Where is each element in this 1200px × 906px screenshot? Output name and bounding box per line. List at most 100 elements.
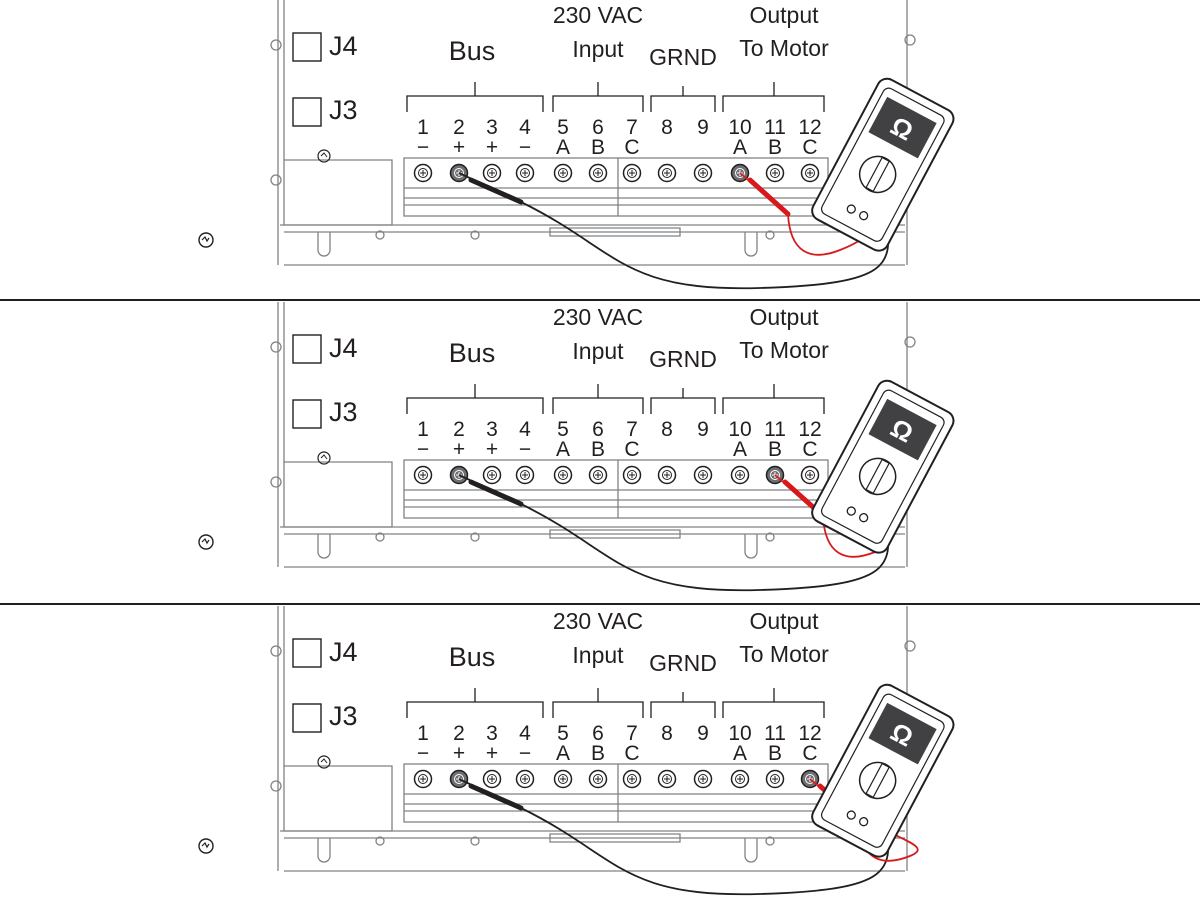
chassis-mount-screw-icon (198, 838, 214, 854)
input-bracket (552, 688, 644, 718)
meter-jack-red (846, 506, 856, 516)
terminal-sign-7: C (624, 136, 639, 159)
terminal-number-9: 9 (697, 116, 709, 139)
ground-bracket (650, 692, 716, 718)
meter-display (868, 398, 937, 461)
terminal-screws (413, 465, 820, 485)
input-group-label-line2: Input (572, 642, 624, 668)
j3-screw-icon (317, 451, 331, 465)
terminal-screw-12 (800, 163, 820, 183)
ground-group-label: GRND (649, 346, 717, 372)
bus-group-label: Bus (449, 338, 496, 368)
terminal-block (403, 459, 829, 519)
terminal-sign-4: − (519, 438, 531, 461)
group-brackets (406, 82, 825, 112)
terminal-number-1: 1 (417, 116, 429, 139)
terminal-screw-7 (622, 465, 642, 485)
terminal-number-11: 11 (764, 418, 786, 441)
terminal-number-7: 7 (626, 722, 638, 745)
j4-label: J4 (329, 31, 358, 61)
input-group-label-line1: 230 VAC (553, 608, 643, 634)
terminal-screw-10 (730, 769, 750, 789)
input-bracket (552, 82, 644, 112)
ohmmeter: Ω (811, 379, 955, 554)
ohmmeter: Ω (811, 77, 955, 252)
terminal-number-10: 10 (728, 722, 751, 745)
bus-bracket (406, 384, 544, 414)
connector-j3: J3 (292, 701, 358, 733)
drive-diagram: J4 J3 Bus 230 VAC Input GRND Output To M… (198, 606, 955, 896)
terminal-number-12: 12 (798, 418, 821, 441)
meter-jack-red (846, 810, 856, 820)
terminal-sign-12: C (802, 742, 817, 765)
terminal-number-12: 12 (798, 722, 821, 745)
terminal-screw-6 (588, 769, 608, 789)
terminal-screw-5 (553, 163, 573, 183)
terminal-sign-3: + (486, 438, 498, 461)
terminal-number-5: 5 (557, 116, 569, 139)
terminal-sign-6: B (591, 438, 605, 461)
connector-j3: J3 (292, 397, 358, 429)
terminal-number-2: 2 (453, 722, 465, 745)
input-group-label-line1: 230 VAC (553, 2, 643, 28)
terminal-sign-11: B (768, 438, 782, 461)
terminal-number-6: 6 (592, 116, 604, 139)
output-group-label-line1: Output (749, 608, 819, 634)
terminal-number-9: 9 (697, 418, 709, 441)
terminal-number-7: 7 (626, 116, 638, 139)
connector-j4: J4 (292, 31, 358, 62)
bus-bracket (406, 82, 544, 112)
terminal-screw-3 (482, 163, 502, 183)
terminal-number-9: 9 (697, 722, 709, 745)
measurement-panel-2: J4 J3 Bus 230 VAC Input GRND Output To M… (0, 302, 1200, 602)
group-brackets (406, 688, 825, 718)
terminal-screw-6 (588, 163, 608, 183)
terminal-sign-2: + (453, 136, 465, 159)
terminal-block (403, 763, 829, 823)
terminal-sign-6: B (591, 136, 605, 159)
black-test-lead (458, 172, 890, 290)
ohmmeter: Ω (811, 683, 955, 858)
terminal-screw-1 (413, 465, 433, 485)
terminal-screw-9 (693, 465, 713, 485)
terminal-sign-12: C (802, 136, 817, 159)
measurement-panel-3: J4 J3 Bus 230 VAC Input GRND Output To M… (0, 606, 1200, 906)
j4-label: J4 (329, 333, 358, 363)
terminal-number-2: 2 (453, 116, 465, 139)
terminal-sign-2: + (453, 742, 465, 765)
terminal-number-5: 5 (557, 722, 569, 745)
meter-display (868, 96, 937, 159)
terminal-screw-9 (693, 769, 713, 789)
drive-chassis (270, 0, 916, 266)
j3-screw-icon (317, 149, 331, 163)
terminal-number-7: 7 (626, 418, 638, 441)
group-brackets (406, 384, 825, 414)
output-group-label-line2: To Motor (739, 337, 829, 363)
j4-box (292, 32, 322, 62)
input-group-label-line1: 230 VAC (553, 304, 643, 330)
terminal-sign-1: − (417, 742, 429, 765)
terminal-sign-4: − (519, 742, 531, 765)
input-group-label-line2: Input (572, 36, 624, 62)
terminal-screw-3 (482, 769, 502, 789)
chassis-mount-screw-icon (198, 232, 214, 248)
ground-group-label: GRND (649, 44, 717, 70)
input-group-label-line2: Input (572, 338, 624, 364)
terminal-screw-11 (765, 163, 785, 183)
terminal-sign-5: A (556, 438, 570, 461)
chassis-mount-screw-icon (198, 534, 214, 550)
ground-group-label: GRND (649, 650, 717, 676)
meter-display (868, 702, 937, 765)
output-group-label-line2: To Motor (739, 35, 829, 61)
terminal-number-4: 4 (519, 418, 531, 441)
panel-divider-1 (0, 299, 1200, 301)
bus-group-label: Bus (449, 36, 496, 66)
terminal-number-11: 11 (764, 722, 786, 745)
terminal-number-8: 8 (661, 418, 673, 441)
j3-box (292, 703, 322, 733)
terminal-number-1: 1 (417, 418, 429, 441)
terminal-screw-5 (553, 769, 573, 789)
terminal-sign-5: A (556, 742, 570, 765)
j3-label: J3 (329, 95, 358, 125)
